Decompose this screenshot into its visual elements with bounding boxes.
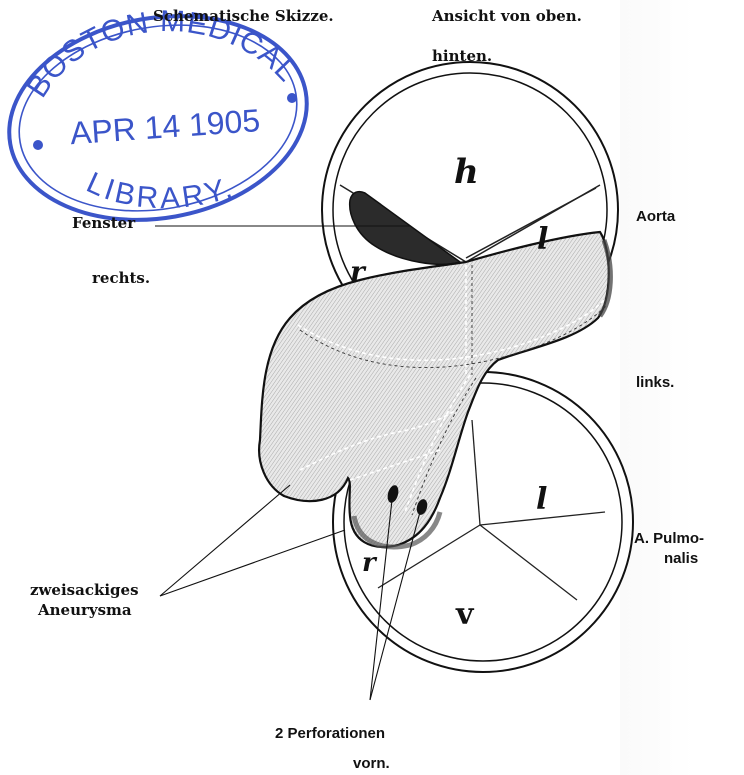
aneurysm-label-2: Aneurysma (38, 602, 132, 619)
fenster-label: Fenster (72, 215, 135, 232)
library-stamp: BOSTON MEDICAL LIBRARY. APR 14 1905 (0, 0, 323, 243)
pulmonalis-label-1: A. Pulmo- (634, 530, 704, 547)
pulmonalis-cusp-l: l (536, 482, 547, 517)
aorta-cusp-h: h (454, 152, 479, 192)
back-label: hinten. (432, 48, 492, 65)
pulmonalis-cusp-r: r (362, 548, 376, 578)
stamp-date: APR 14 1905 (69, 102, 261, 151)
pulmonalis-cusp-v: v (456, 597, 473, 632)
pulmonalis-label-2: nalis (664, 550, 698, 567)
aorta-cusp-l: l (537, 222, 548, 257)
view-caption: Ansicht von oben. (432, 8, 582, 25)
perforations-label-1: 2 Perforationen (275, 725, 385, 742)
diagram-title: Schematische Skizze. (153, 8, 334, 25)
perforations-label-2: vorn. (353, 755, 390, 772)
rechts-label: rechts. (92, 270, 150, 287)
aorta-label: Aorta (636, 208, 675, 225)
aneurysm-label-1: zweisackiges (30, 582, 139, 599)
links-label: links. (636, 374, 674, 391)
aorta-cusp-r: r (350, 255, 365, 288)
